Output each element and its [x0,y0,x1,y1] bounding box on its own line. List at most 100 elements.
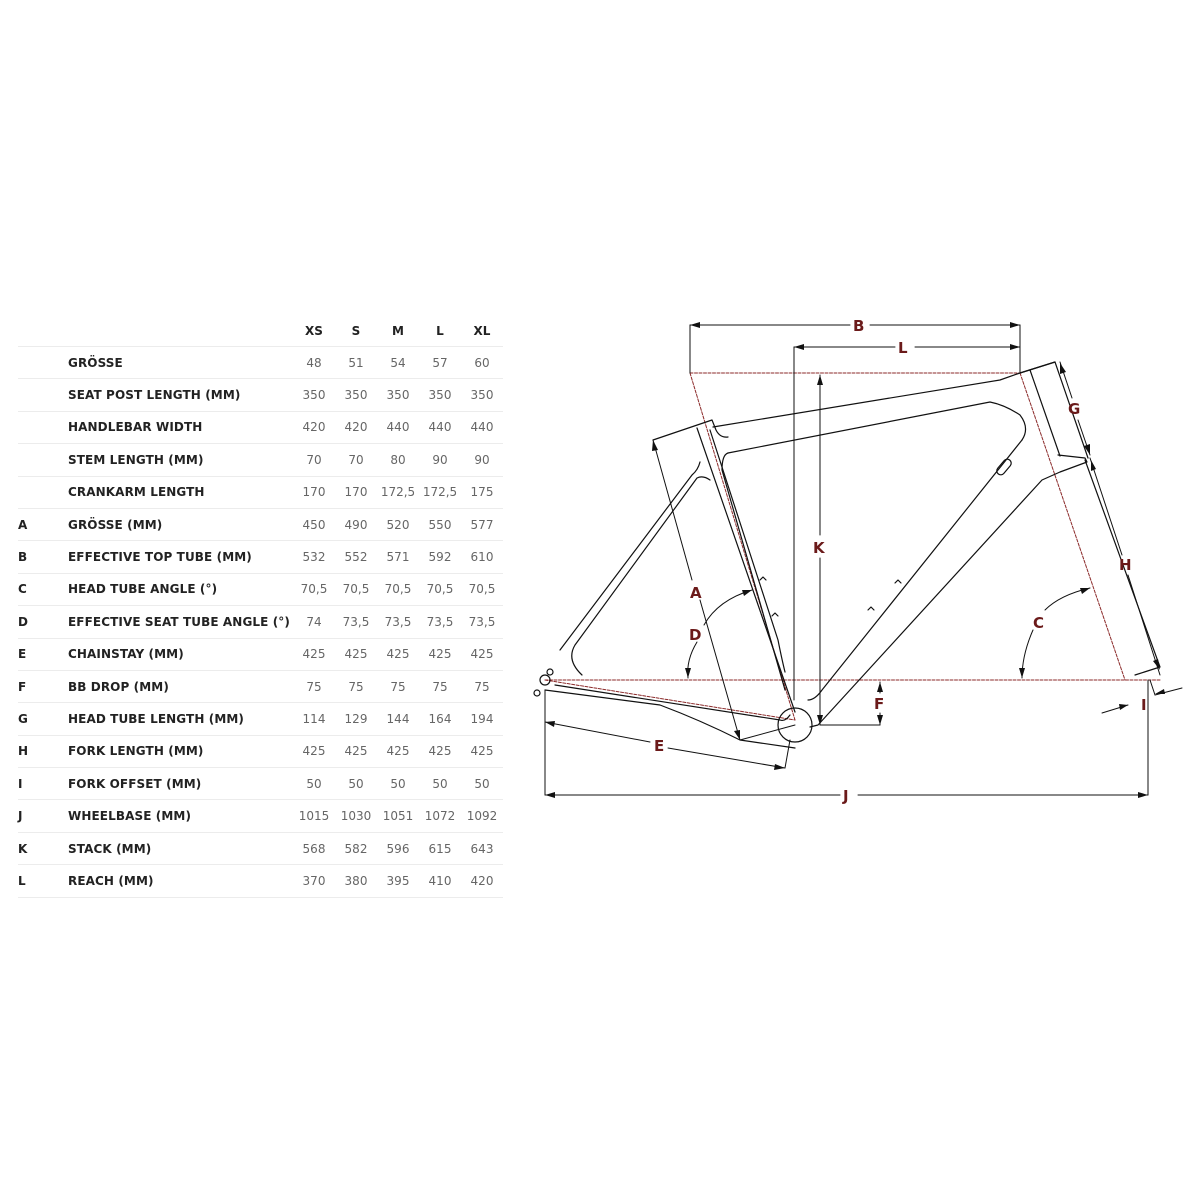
row-letter [18,443,68,477]
row-letter: B [18,540,68,574]
row-value: 75 [419,670,461,704]
row-value: 90 [419,443,461,477]
construction-lines [544,372,1161,721]
row-value: 50 [293,767,335,801]
row-value: 50 [461,767,503,801]
row-value: 48 [293,346,335,380]
row-label: STEM LENGTH (MM) [68,443,293,477]
row-letter: A [18,508,68,542]
row-value: 550 [419,508,461,542]
row-value: 350 [293,378,335,412]
row-value: 70,5 [419,573,461,607]
row-letter [18,476,68,509]
row-label: CHAINSTAY (MM) [68,638,293,671]
row-value: 420 [461,864,503,898]
row-value: 194 [461,702,503,736]
row-value: 170 [293,476,335,509]
row-letter: C [18,573,68,607]
row-value: 425 [377,638,419,671]
row-label: REACH (MM) [68,864,293,898]
row-value: 425 [293,638,335,671]
row-value: 440 [377,411,419,445]
row-value: 172,5 [419,476,461,509]
row-value: 80 [377,443,419,477]
row-value: 1072 [419,799,461,833]
frame-outline [533,361,1161,749]
dim-label-j: J [842,787,849,805]
row-value: 50 [377,767,419,801]
row-value: 350 [419,378,461,412]
row-value: 610 [461,540,503,574]
row-value: 50 [335,767,377,801]
header-spacer [68,315,293,347]
row-value: 420 [293,411,335,445]
row-value: 370 [293,864,335,898]
row-label: BB DROP (MM) [68,670,293,704]
row-value: 425 [461,735,503,769]
row-letter: F [18,670,68,704]
dim-label-e: E [654,737,664,755]
row-value: 1015 [293,799,335,833]
row-value: 420 [335,411,377,445]
row-label: HANDLEBAR WIDTH [68,411,293,445]
dim-label-b: B [853,317,864,335]
row-label: GRÖSSE (MM) [68,508,293,542]
row-value: 440 [461,411,503,445]
size-header: S [335,315,377,347]
row-label: FORK OFFSET (MM) [68,767,293,801]
row-label: HEAD TUBE LENGTH (MM) [68,702,293,736]
row-value: 596 [377,832,419,866]
row-value: 410 [419,864,461,898]
dim-label-c: C [1033,614,1044,632]
dim-label-i: I [1141,696,1147,714]
row-value: 70,5 [461,573,503,607]
row-value: 74 [293,605,335,639]
row-value: 425 [335,735,377,769]
row-value: 350 [335,378,377,412]
row-value: 70 [335,443,377,477]
size-header-row: XS S M L XL [18,315,503,347]
row-label: EFFECTIVE TOP TUBE (MM) [68,540,293,574]
row-value: 350 [377,378,419,412]
row-value: 1051 [377,799,419,833]
row-label: CRANKARM LENGTH [68,476,293,509]
row-value: 164 [419,702,461,736]
dim-label-g: G [1068,400,1080,418]
header-spacer [18,315,68,347]
row-letter: L [18,864,68,898]
arrowheads [545,322,1165,798]
row-value: 73,5 [419,605,461,639]
size-header: M [377,315,419,347]
size-header: XS [293,315,335,347]
row-label: FORK LENGTH (MM) [68,735,293,769]
row-value: 172,5 [377,476,419,509]
row-letter [18,411,68,445]
row-label: STACK (MM) [68,832,293,866]
dim-label-a: A [690,584,702,602]
row-value: 75 [293,670,335,704]
row-letter: K [18,832,68,866]
row-letter [18,378,68,412]
row-label: EFFECTIVE SEAT TUBE ANGLE (°) [68,605,293,639]
row-letter: G [18,702,68,736]
row-value: 490 [335,508,377,542]
row-value: 70 [293,443,335,477]
row-value: 425 [335,638,377,671]
row-value: 615 [419,832,461,866]
row-value: 1030 [335,799,377,833]
row-letter: D [18,605,68,639]
row-value: 70,5 [335,573,377,607]
row-label: SEAT POST LENGTH (MM) [68,378,293,412]
row-value: 425 [419,638,461,671]
row-value: 1092 [461,799,503,833]
row-value: 175 [461,476,503,509]
